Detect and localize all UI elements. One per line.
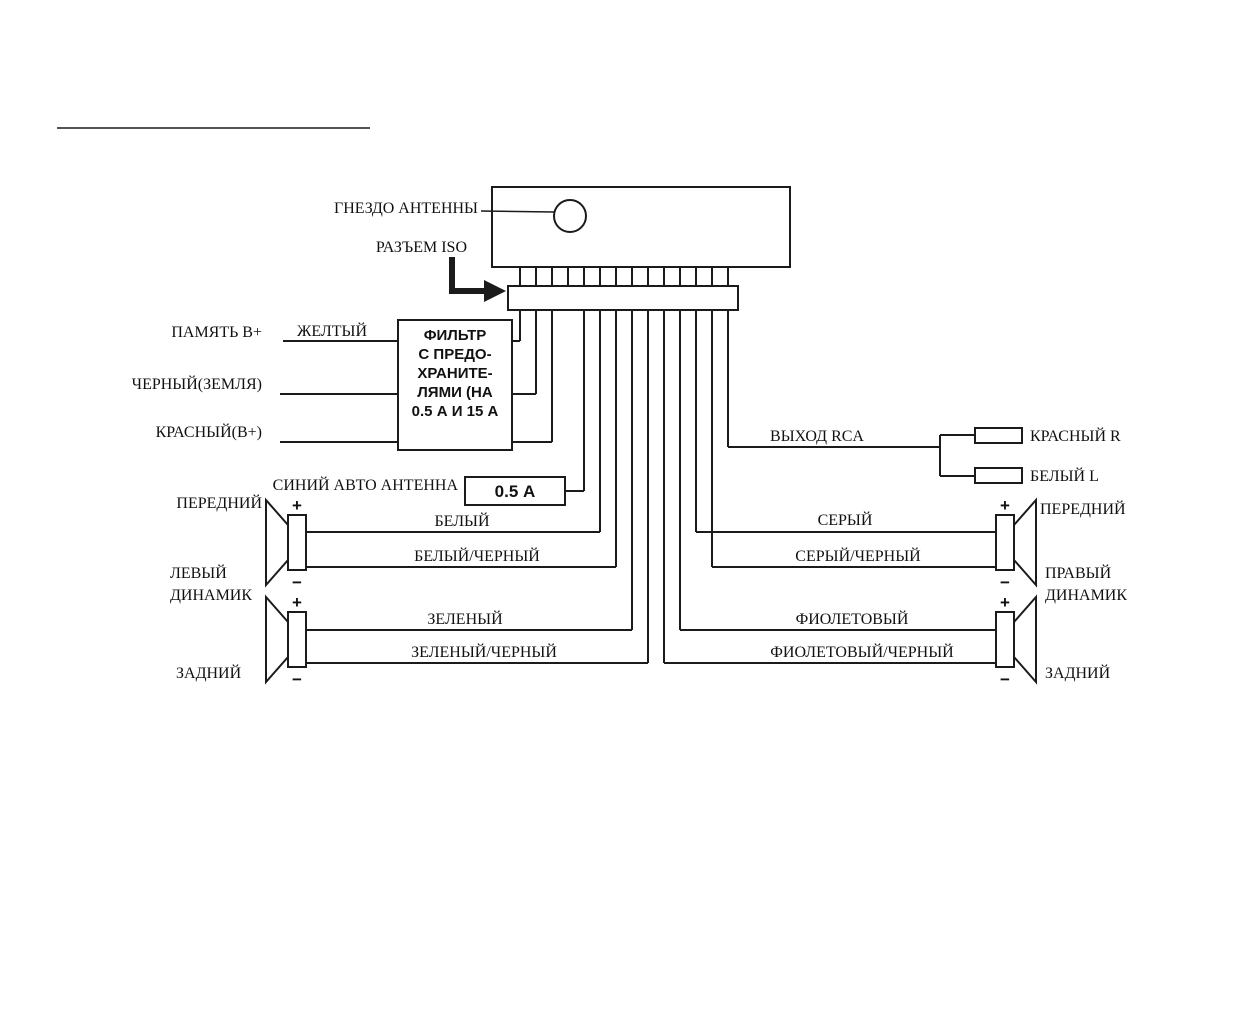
green-wire — [306, 310, 633, 631]
front-right-speaker-driver — [995, 514, 1015, 571]
left-speaker-label-line1: ЛЕВЫЙ — [170, 563, 227, 582]
antenna-socket-circle — [553, 199, 587, 233]
gray-black-wire-label: СЕРЫЙ/ЧЕРНЫЙ — [795, 546, 921, 565]
gray-black-wire — [711, 310, 996, 568]
iso-connector-strip — [507, 285, 739, 311]
black-ground-wire — [280, 310, 537, 395]
filter-text-line2: С ПРЕДО- — [418, 346, 491, 363]
rear-right-speaker: + − — [995, 593, 1037, 689]
antenna-pointer-line — [480, 210, 555, 213]
front-right-speaker-cone — [1013, 497, 1037, 588]
right-speaker-label-line2: ДИНАМИК — [1045, 587, 1127, 604]
white-wire — [306, 310, 601, 533]
rear-right-speaker-cone — [1013, 594, 1037, 685]
antenna-socket-label: ГНЕЗДО АНТЕННЫ — [334, 200, 478, 217]
filter-text-line1: ФИЛЬТР — [424, 327, 487, 344]
green-black-wire-label: ЗЕЛЕНЫЙ/ЧЕРНЫЙ — [411, 642, 557, 661]
rear-left-minus-sign: − — [292, 670, 302, 689]
filter-text-line3: ХРАНИТЕ- — [417, 365, 492, 382]
rca-wire — [727, 310, 975, 477]
iso-pins — [519, 267, 729, 286]
rear-left-plus-sign: + — [292, 593, 302, 612]
yellow-memory-wire — [283, 310, 521, 342]
front-left-speaker-driver — [287, 514, 307, 571]
iso-connector-label: РАЗЪЕМ ISO — [376, 239, 467, 256]
filter-box — [397, 319, 513, 451]
filter-text-line5: 0.5 А И 15 А — [412, 403, 499, 420]
rear-right-plus-sign: + — [1000, 593, 1010, 612]
memory-label: ПАМЯТЬ B+ — [171, 324, 262, 341]
rear-right-speaker-label: ЗАДНИЙ — [1045, 663, 1111, 682]
green-black-wire — [306, 310, 649, 664]
front-left-speaker-cone — [265, 497, 289, 588]
violet-wire — [679, 310, 996, 631]
ground-label: ЧЕРНЫЙ(ЗЕМЛЯ) — [132, 374, 262, 393]
head-unit-body — [491, 186, 791, 268]
battery-label: КРАСНЫЙ(B+) — [156, 422, 262, 441]
violet-black-wire-label: ФИОЛЕТОВЫЙ/ЧЕРНЫЙ — [770, 642, 954, 661]
front-right-speaker: + − — [995, 496, 1037, 592]
fuse-value-label: 0.5 А — [495, 482, 536, 501]
front-right-speaker-label: ПЕРЕДНИЙ — [1040, 499, 1126, 518]
rear-left-speaker-label: ЗАДНИЙ — [176, 663, 242, 682]
front-right-plus-sign: + — [1000, 496, 1010, 515]
rca-plug-red — [974, 427, 1023, 444]
green-wire-label: ЗЕЛЕНЫЙ — [427, 609, 503, 628]
front-right-minus-sign: − — [1000, 573, 1010, 592]
rca-plug-white — [974, 467, 1023, 484]
iso-arrow-head-icon — [484, 280, 506, 302]
right-speaker-label-line1: ПРАВЫЙ — [1045, 563, 1112, 582]
violet-wire-label: ФИОЛЕТОВЫЙ — [796, 609, 909, 628]
blue-antenna-label: СИНИЙ АВТО АНТЕННА — [273, 475, 459, 494]
rear-left-speaker: + − — [265, 593, 307, 689]
blue-antenna-wire — [565, 310, 585, 492]
violet-black-wire — [663, 310, 996, 664]
rca-red-label: КРАСНЫЙ R — [1030, 426, 1121, 445]
front-left-minus-sign: − — [292, 573, 302, 592]
red-battery-wire — [280, 310, 553, 443]
rear-right-speaker-driver — [995, 611, 1015, 668]
yellow-wire-label: ЖЕЛТЫЙ — [297, 321, 367, 340]
front-left-speaker-label: ПЕРЕДНИЙ — [176, 493, 262, 512]
rca-output-label: ВЫХОД RCA — [770, 428, 864, 445]
gray-wire — [695, 310, 996, 533]
white-black-wire — [306, 310, 617, 568]
white-wire-label: БЕЛЫЙ — [434, 511, 490, 530]
fuse-box — [464, 476, 566, 506]
iso-arrow-shaft — [449, 257, 486, 294]
front-left-speaker: + − — [265, 496, 307, 592]
rca-white-label: БЕЛЫЙ L — [1030, 466, 1099, 485]
front-left-plus-sign: + — [292, 496, 302, 515]
rear-left-speaker-cone — [265, 594, 289, 685]
filter-text-line4: ЛЯМИ (НА — [417, 384, 493, 401]
white-black-wire-label: БЕЛЫЙ/ЧЕРНЫЙ — [414, 546, 540, 565]
rear-right-minus-sign: − — [1000, 670, 1010, 689]
left-speaker-label-line2: ДИНАМИК — [170, 587, 252, 604]
gray-wire-label: СЕРЫЙ — [818, 510, 873, 529]
rear-left-speaker-driver — [287, 611, 307, 668]
